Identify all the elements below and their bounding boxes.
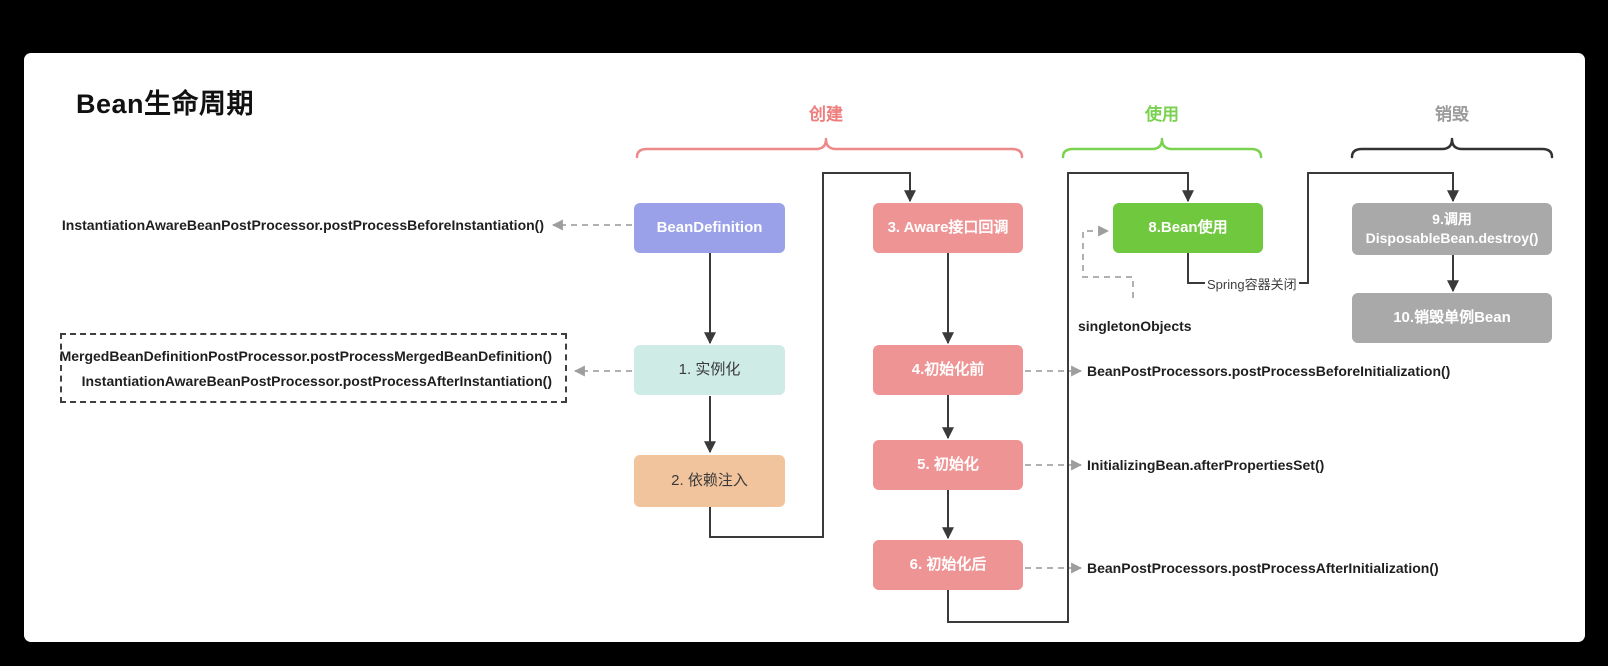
node-initialization: 5. 初始化 [873,440,1023,490]
node-dependency-injection: 2. 依赖注入 [634,455,785,507]
annotation-singleton-objects: singletonObjects [1078,318,1192,334]
node-destroy-singleton: 10.销毁单例Bean [1352,293,1552,343]
node-destroy-call: 9.调用 DisposableBean.destroy() [1352,203,1552,255]
node-bean-definition: BeanDefinition [634,203,785,253]
node-aware-callback: 3. Aware接口回调 [873,203,1023,253]
label-spring-container-close: Spring容器关闭 [1205,274,1299,293]
annotation-after-properties-set: InitializingBean.afterPropertiesSet() [1087,457,1325,473]
phase-label-use: 使用 [1145,105,1179,124]
node-instantiate: 1. 实例化 [634,345,785,395]
phase-label-destroy: 销毁 [1435,105,1469,124]
node-before-initialization: 4.初始化前 [873,345,1023,395]
node-destroy-call-line2: DisposableBean.destroy() [1365,230,1539,246]
node-after-initialization: 6. 初始化后 [873,540,1023,590]
node-bean-use: 8.Bean使用 [1113,203,1263,253]
page-title: Bean生命周期 [76,89,255,119]
annotation-post-process-before-initialization: BeanPostProcessors.postProcessBeforeInit… [1087,363,1451,379]
annotation-post-process-before-instantiation: InstantiationAwareBeanPostProcessor.post… [61,217,544,233]
annotation-post-process-after-initialization: BeanPostProcessors.postProcessAfterIniti… [1087,560,1439,576]
annotation-group-merged-definition: MergedBeanDefinitionPostProcessor.postPr… [60,333,567,403]
annotation-post-process-after-instantiation: InstantiationAwareBeanPostProcessor.post… [81,372,552,389]
annotation-post-process-merged-bean-definition: MergedBeanDefinitionPostProcessor.postPr… [59,347,552,364]
node-destroy-call-line1: 9.调用 [1432,211,1472,228]
phase-label-create: 创建 [809,105,843,124]
